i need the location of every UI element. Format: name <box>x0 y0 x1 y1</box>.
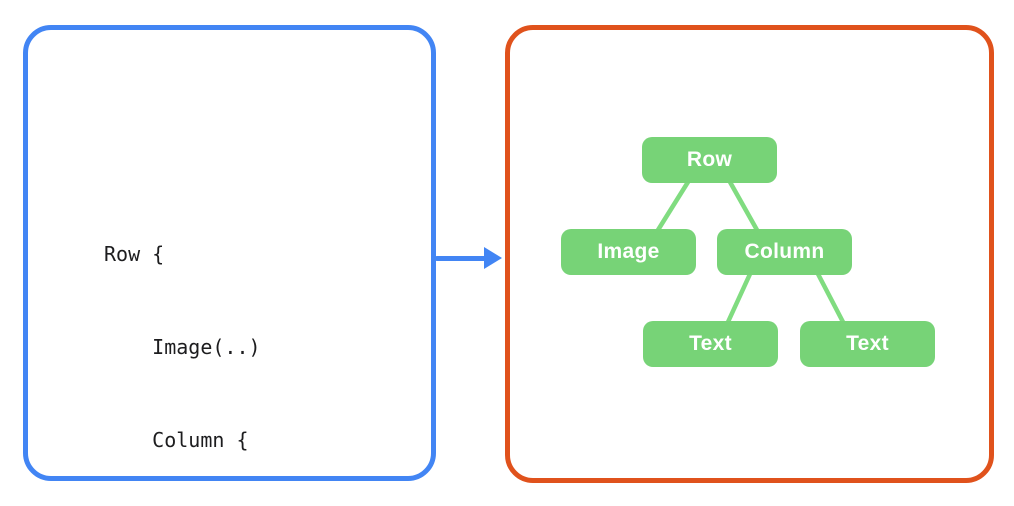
tree-node-column: Column <box>717 229 852 275</box>
code-block: Row { Image(..) Column { Text(..) Text(.… <box>104 177 297 506</box>
tree-edge-row-image <box>655 179 691 233</box>
code-line: Image(..) <box>104 335 261 359</box>
code-panel: Row { Image(..) Column { Text(..) Text(.… <box>23 25 436 481</box>
tree-panel: Row Image Column Text Text <box>505 25 994 483</box>
arrow-shaft <box>435 256 487 261</box>
tree-node-image: Image <box>561 229 696 275</box>
tree-node-text-1: Text <box>643 321 778 367</box>
tree-node-row: Row <box>642 137 777 183</box>
tree-edges <box>655 179 846 325</box>
code-line: Row { <box>104 242 165 266</box>
tree-edge-column-text2 <box>815 271 846 325</box>
arrow-head-icon <box>484 247 502 269</box>
tree-edge-column-text1 <box>725 271 753 325</box>
code-line: Column { <box>104 428 249 452</box>
tree-node-text-2: Text <box>800 321 935 367</box>
tree-edge-row-column <box>727 179 760 233</box>
